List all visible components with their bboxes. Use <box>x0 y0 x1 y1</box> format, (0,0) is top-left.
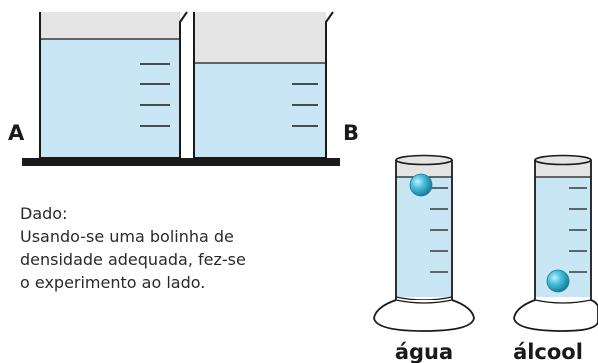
beaker-a-air <box>40 12 180 39</box>
cylinder-alcool-ball <box>546 269 570 293</box>
beaker-a <box>39 11 188 159</box>
cylinder-alcool-rim <box>534 154 592 166</box>
beaker-a-label: A <box>8 121 25 145</box>
beaker-a-graduations <box>140 63 170 127</box>
cylinder-agua <box>373 154 475 332</box>
caption-line: Usando-se uma bolinha de <box>20 227 234 246</box>
cylinder-agua-liquid <box>396 177 452 297</box>
cylinder-alcool <box>513 154 598 332</box>
cylinder-agua-base-bulge <box>395 296 453 301</box>
shelf <box>22 158 340 166</box>
beaker-b-graduations <box>292 83 318 127</box>
cylinder-agua-label: água <box>395 340 453 363</box>
beaker-b-liquid <box>194 63 326 158</box>
cylinder-agua-ball <box>409 173 433 197</box>
beaker-a-liquid <box>40 39 180 158</box>
caption-heading: Dado: <box>20 204 68 223</box>
beaker-b-air <box>194 12 326 63</box>
cylinder-agua-base <box>373 299 475 332</box>
caption-block: Dado: Usando-se uma bolinha de densidade… <box>20 202 310 294</box>
cylinder-alcool-base <box>513 299 598 332</box>
cylinder-agua-graduations <box>430 187 448 273</box>
caption-line: o experimento ao lado. <box>20 273 206 292</box>
beaker-b-label: B <box>343 121 359 145</box>
caption-line: densidade adequada, fez-se <box>20 250 246 269</box>
cylinder-alcool-graduations <box>569 187 587 273</box>
cylinder-agua-rim <box>395 154 453 166</box>
beaker-b <box>193 11 334 159</box>
cylinder-alcool-label: álcool <box>513 340 583 363</box>
